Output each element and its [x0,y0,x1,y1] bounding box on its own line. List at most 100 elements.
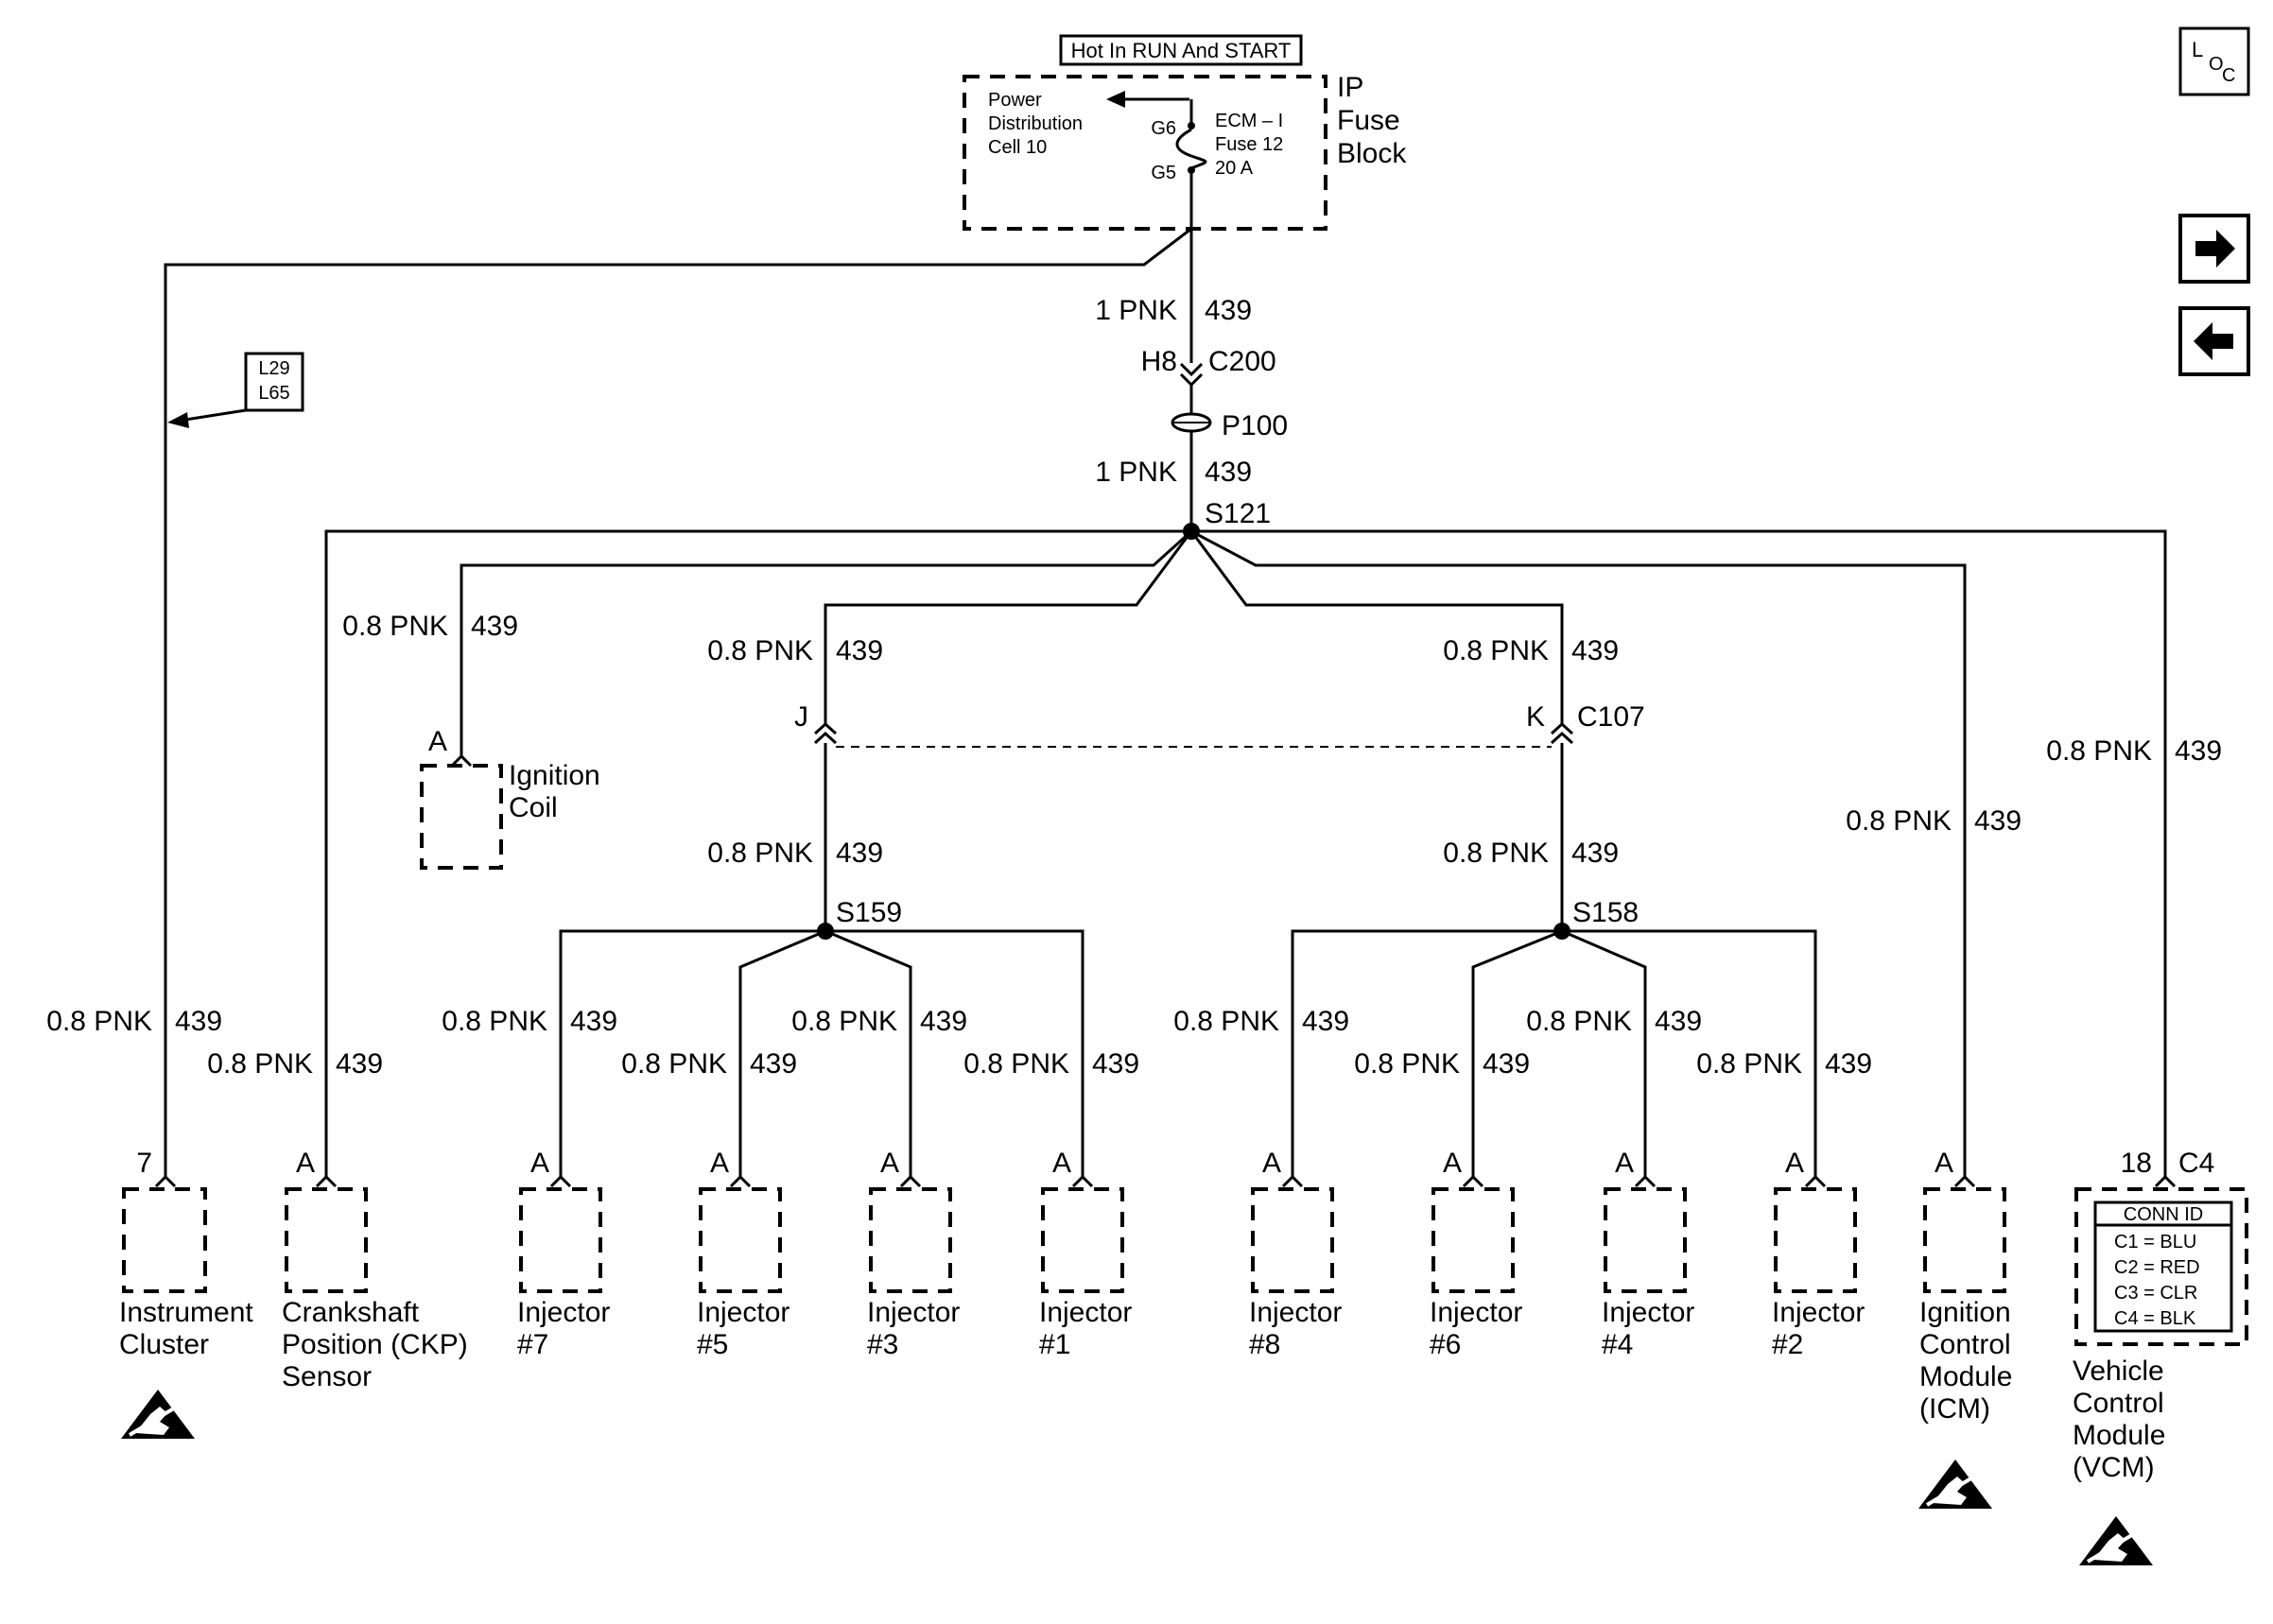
inj1-circuit: 439 [1092,1048,1139,1080]
wire-to-c107-k [1189,530,1564,724]
wire-vcm [1191,529,2167,1177]
wire-injector-1 [825,929,1084,1177]
inj3-pin: A [880,1148,899,1179]
ckp-gauge: 0.8 PNK [207,1048,313,1080]
coil-pin: A [428,726,447,757]
ip-fuse-block-label-line3: Block [1337,138,1407,169]
location-icon[interactable]: L O C [2178,26,2250,96]
loc-letter-c: C [2222,65,2235,86]
injector-6 [1431,1174,1515,1293]
ckp-sensor [285,1174,368,1293]
conn-id-row-c1: C1 = BLU [2114,1232,2196,1253]
injector-2 [1774,1174,1857,1293]
inj4-label-line2: #4 [1602,1329,1633,1360]
c107-k-symbol [1550,721,1574,735]
inj6-pin: A [1443,1148,1462,1179]
inj1-label-line1: Injector [1039,1297,1132,1328]
wire-injector-2 [1562,929,1817,1177]
inj1-label-line2: #1 [1039,1329,1070,1360]
j-up-circuit: 439 [836,635,883,666]
fuse-label-line3: 20 A [1215,158,1254,179]
option-reference-box [244,352,304,412]
icm-label-line4: (ICM) [1919,1393,1990,1425]
ckp-circuit: 439 [336,1048,383,1080]
k-dn-circuit: 439 [1571,838,1619,869]
pdc-arrow-icon [1106,91,1125,108]
hot-in-run-start-box [1059,34,1303,66]
inj6-label-line2: #6 [1430,1329,1461,1360]
inj2-label-line2: #2 [1772,1329,1803,1360]
p100-label: P100 [1222,410,1288,441]
inst-label-line1: Instrument [119,1297,253,1328]
next-page-button[interactable] [2178,214,2250,284]
k-up-gauge: 0.8 PNK [1443,635,1549,666]
inj2-label-line1: Injector [1772,1297,1865,1328]
vcm-gauge: 0.8 PNK [2046,735,2152,767]
coil-gauge: 0.8 PNK [342,611,448,642]
wire-injector-5 [738,929,826,1177]
injector-4 [1604,1174,1687,1293]
injector-1 [1041,1174,1124,1293]
inj3-gauge: 0.8 PNK [791,1006,897,1037]
pdc-label-line2: Distribution [988,113,1083,134]
conn-id-title: CONN ID [2124,1204,2203,1225]
inj5-circuit: 439 [750,1048,797,1080]
inj5-gauge: 0.8 PNK [621,1048,727,1080]
j-dn-gauge: 0.8 PNK [707,838,813,869]
g5-terminal [1188,166,1195,174]
coil-label-line1: Ignition [509,760,600,791]
c107-pin-k: K [1526,701,1545,733]
esd-sensitive-icon [1917,1458,1994,1511]
vcm-label-line2: Control [2073,1388,2164,1419]
vcm-connector: C4 [2178,1148,2214,1179]
trunk-bottom-gauge: 1 PNK [1095,457,1177,488]
inj4-pin: A [1615,1148,1634,1179]
j-dn-circuit: 439 [836,838,883,869]
injector-3 [869,1174,952,1293]
inj7-gauge: 0.8 PNK [442,1006,547,1037]
wire-injector-4 [1561,929,1647,1177]
icm-pin: A [1935,1148,1953,1179]
ip-fuse-block-label-line2: Fuse [1337,105,1400,136]
wire-injector-6 [1471,929,1563,1177]
inst-label-line2: Cluster [119,1329,209,1360]
inj6-circuit: 439 [1483,1048,1530,1080]
inj8-circuit: 439 [1302,1006,1349,1037]
inst-circuit: 439 [175,1006,222,1037]
icm-circuit: 439 [1974,805,2021,837]
injector-5 [699,1174,782,1293]
inj4-label-line1: Injector [1602,1297,1694,1328]
ckp-pin: A [296,1148,315,1179]
pdc-label-line1: Power [988,90,1042,111]
wire-injector-7 [559,929,825,1177]
inj3-label-line2: #3 [867,1329,898,1360]
inj5-label-line2: #5 [697,1329,728,1360]
s159-label: S159 [836,897,902,928]
pin-g5: G5 [1151,163,1176,183]
option-ref-arrow-icon [167,412,189,428]
vehicle-control-module [2074,1187,2248,1346]
inj6-gauge: 0.8 PNK [1354,1048,1460,1080]
vcm-terminal [2154,1174,2177,1188]
ckp-label-line2: Position (CKP) [282,1329,468,1360]
c200-connector-symbol [1179,362,1204,377]
inj3-label-line1: Injector [867,1297,960,1328]
loc-letter-o: O [2209,54,2224,75]
fuse-label-line2: Fuse 12 [1215,134,1283,155]
inj4-circuit: 439 [1655,1006,1702,1037]
fuse-element-icon [1175,128,1207,170]
esd-sensitive-icon [119,1388,197,1441]
s121-label: S121 [1205,498,1271,529]
previous-page-button[interactable] [2178,306,2250,376]
conn-id-row-c4: C4 = BLK [2114,1308,2196,1329]
loc-letter-l: L [2192,38,2203,61]
pdc-label-line3: Cell 10 [988,137,1047,158]
arrow-left-icon [2194,322,2233,360]
s158-label: S158 [1572,897,1639,928]
inj2-pin: A [1785,1148,1804,1179]
wire-to-c107-j [824,530,1193,724]
inj5-label-line1: Injector [697,1297,789,1328]
g6-terminal [1188,122,1195,130]
wire-ignition-coil [460,529,1193,756]
